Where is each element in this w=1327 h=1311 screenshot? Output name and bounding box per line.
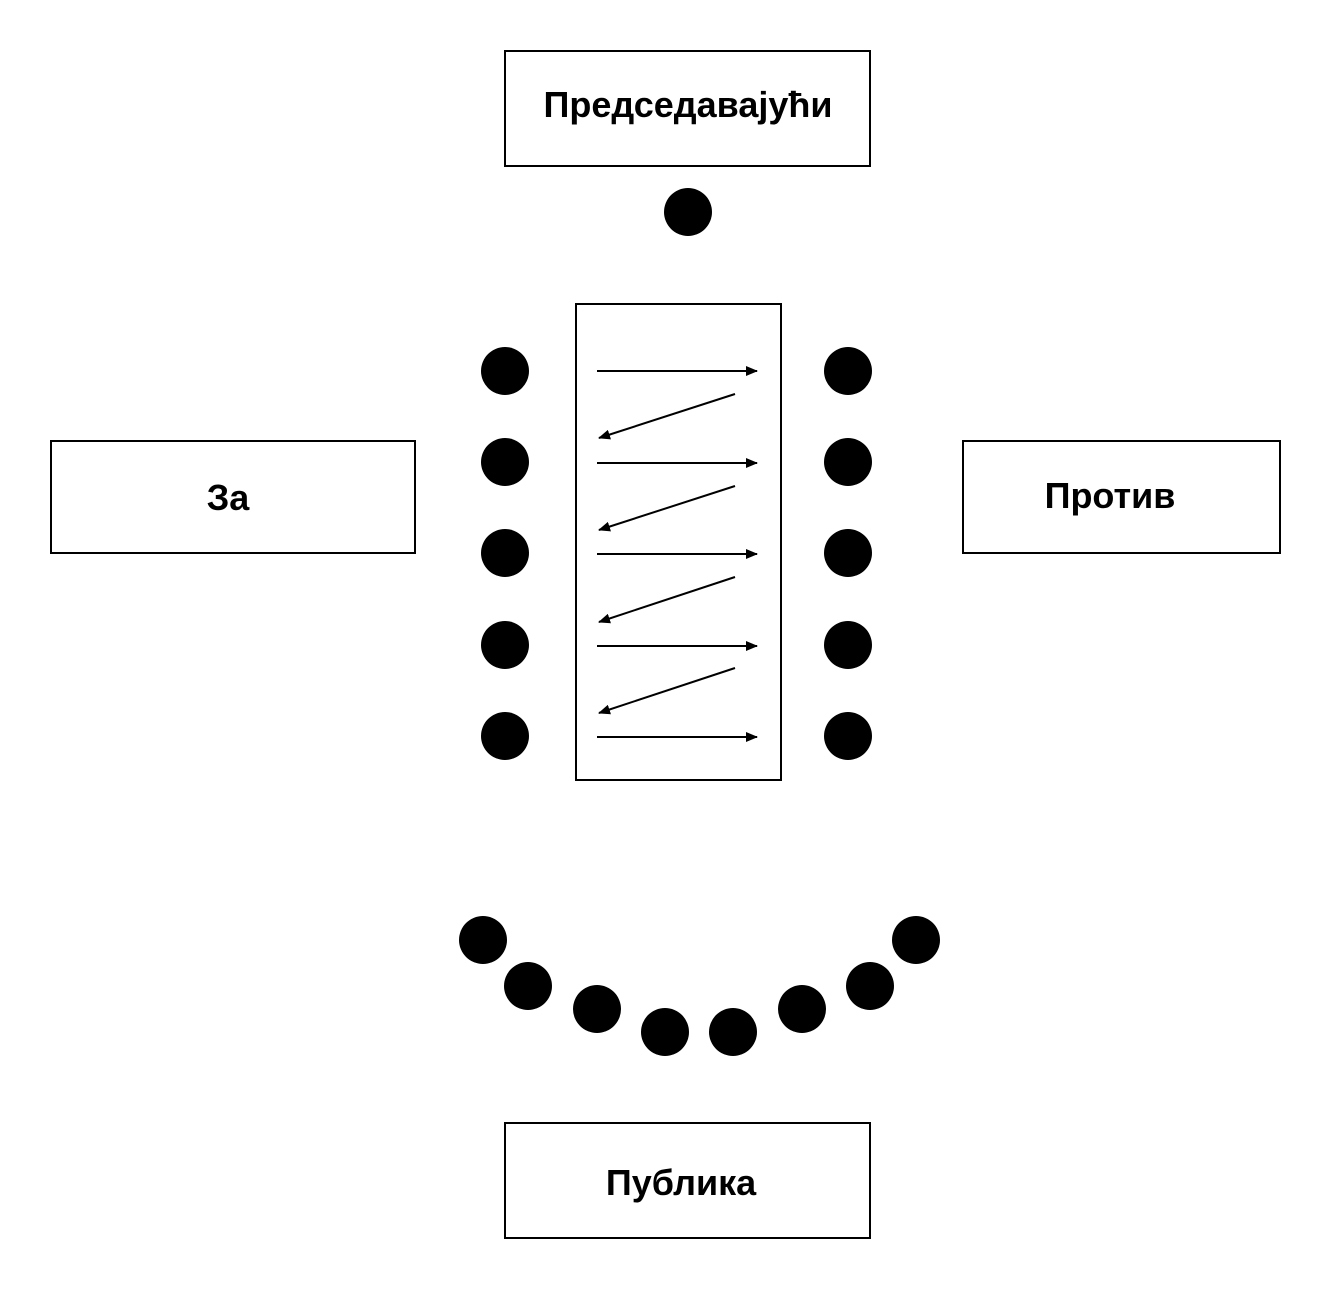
audience-seat <box>892 916 940 964</box>
against-seat <box>824 438 872 486</box>
for-seat <box>481 347 529 395</box>
for-seat <box>481 529 529 577</box>
audience-seat <box>778 985 826 1033</box>
audience-seat <box>709 1008 757 1056</box>
for-seat <box>481 621 529 669</box>
speaking-order-arrows <box>597 366 758 742</box>
for-seat <box>481 438 529 486</box>
debate-table <box>575 303 782 781</box>
for-label: За <box>207 477 251 518</box>
against-seat <box>824 712 872 760</box>
chair-label: Председавајући <box>543 84 832 125</box>
against-team-seats <box>824 347 872 760</box>
audience-seats <box>459 916 940 1056</box>
chair-seat <box>664 188 712 236</box>
against-seat <box>824 621 872 669</box>
audience-seat <box>641 1008 689 1056</box>
against-seat <box>824 347 872 395</box>
arrow-diagonal-left <box>598 667 736 715</box>
audience-seat <box>459 916 507 964</box>
audience-seat <box>573 985 621 1033</box>
for-box: За <box>50 440 416 554</box>
chair-box: Председавајући <box>504 50 871 167</box>
for-team-seats <box>481 347 529 760</box>
against-box: Против <box>962 440 1281 554</box>
arrow-diagonal-left <box>598 393 736 440</box>
against-seat <box>824 529 872 577</box>
audience-label: Публика <box>606 1162 757 1203</box>
audience-seat <box>846 962 894 1010</box>
for-seat <box>481 712 529 760</box>
arrow-diagonal-left <box>598 485 736 532</box>
against-label: Против <box>1045 475 1176 516</box>
audience-box: Публика <box>504 1122 871 1239</box>
arrow-diagonal-left <box>598 576 736 624</box>
audience-seat <box>504 962 552 1010</box>
